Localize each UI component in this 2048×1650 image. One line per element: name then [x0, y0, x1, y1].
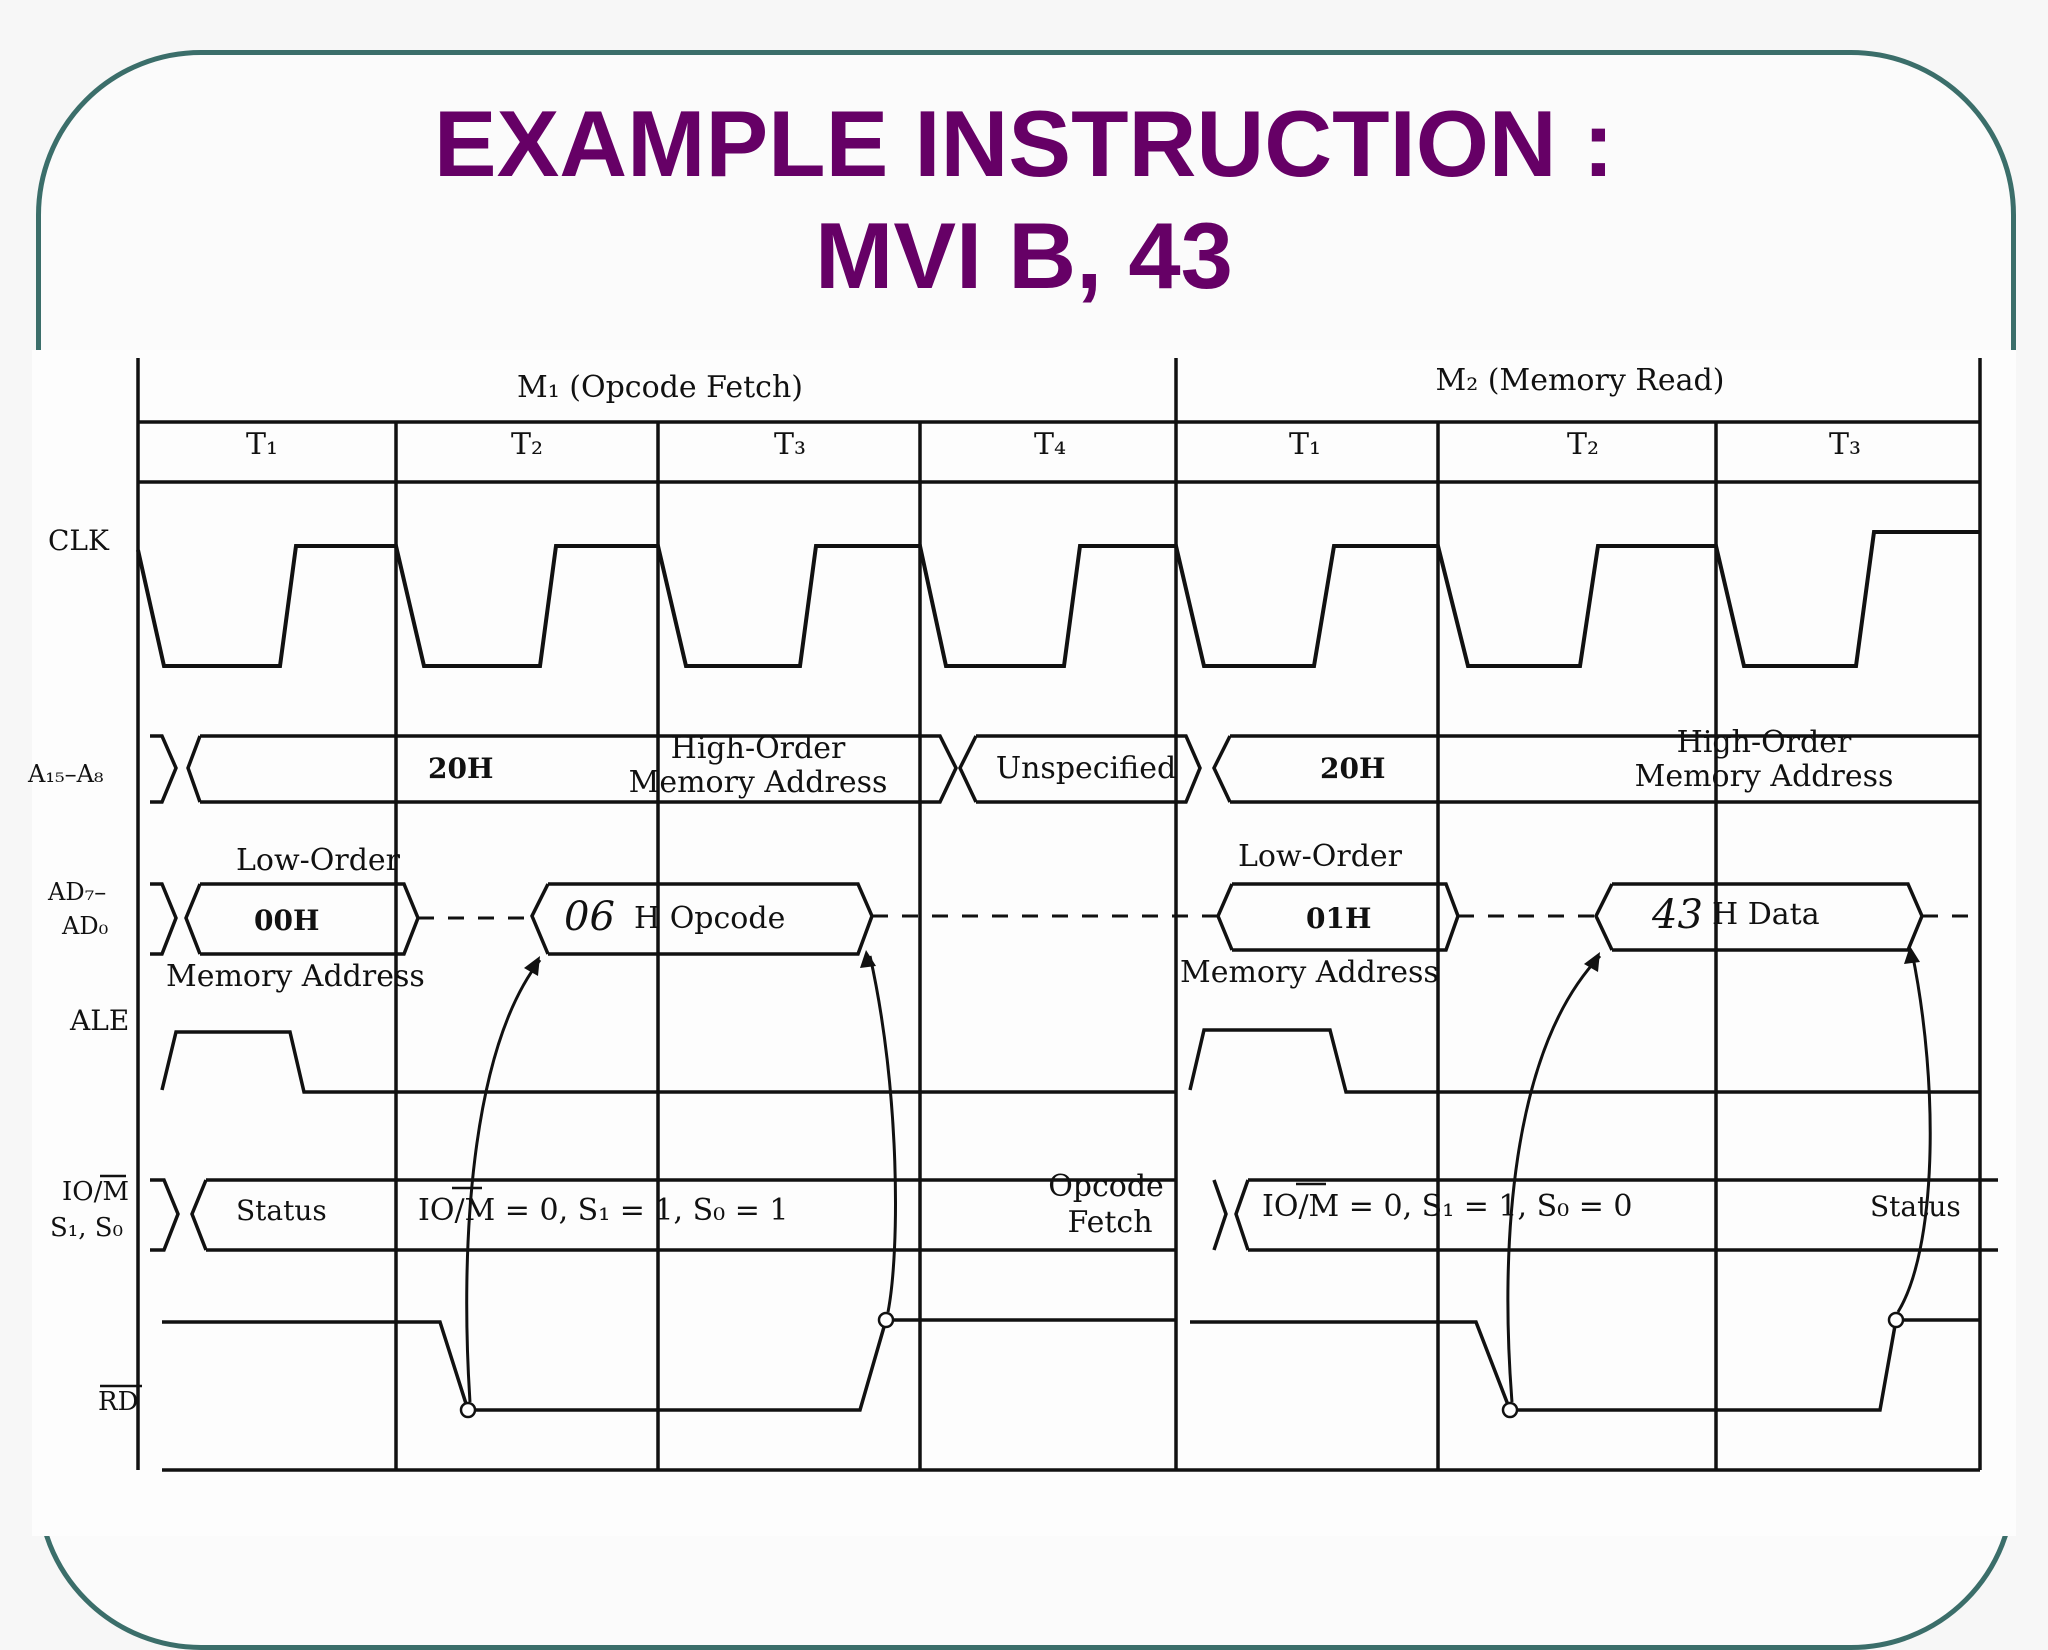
state-label-t1: T₁ [246, 427, 278, 462]
m1-low-order: Low-Order [236, 843, 401, 878]
m2-high-order-line2: Memory Address [1635, 759, 1894, 794]
m1-low-addr: 00H [254, 904, 319, 937]
title-line-1: EXAMPLE INSTRUCTION : [433, 91, 1615, 196]
signal-labels: CLK A₁₅–A₈ AD₇– AD₀ ALE IO/M S₁, S₀ RD [27, 524, 142, 1417]
m1-opcode-fetch-line1: Opcode [1048, 1169, 1164, 1204]
state-label-t4: T₄ [1034, 427, 1066, 462]
rd-m2-waveform [1190, 1318, 1980, 1412]
m2-data-text: H Data [1712, 897, 1820, 932]
m1-opcode-text: H Opcode [634, 901, 785, 936]
m2-label: M₂ (Memory Read) [1436, 363, 1725, 398]
m1-memory-address: Memory Address [166, 959, 425, 994]
clk-label: CLK [48, 524, 110, 557]
ale-label: ALE [69, 1004, 129, 1037]
a15-a8-label: A₁₅–A₈ [27, 760, 104, 788]
m2-high-addr: 20H [1320, 752, 1385, 785]
m2-high-order-line1: High-Order [1677, 725, 1852, 760]
state-label-t3: T₃ [774, 427, 806, 462]
timing-diagram: M₁ (Opcode Fetch) M₂ (Memory Read) T₁ T₂… [27, 350, 2016, 1536]
header-labels: M₁ (Opcode Fetch) M₂ (Memory Read) T₁ T₂… [246, 363, 1861, 462]
m2-low-addr: 01H [1306, 902, 1371, 935]
timing-arrows [465, 951, 1932, 1403]
ale-m2-waveform [1188, 1028, 1980, 1094]
grid-lines [136, 358, 1982, 1472]
state-label-t2: T₂ [511, 427, 543, 462]
m1-label: M₁ (Opcode Fetch) [517, 370, 803, 405]
rd-edge-markers [459, 1311, 1905, 1419]
state-label-m2-t1: T₁ [1289, 427, 1321, 462]
ad7-label: AD₇– [47, 878, 106, 906]
m1-high-order-line1: High-Order [671, 731, 846, 766]
m2-low-order: Low-Order [1238, 839, 1403, 874]
iom-label: IO/M [62, 1177, 129, 1207]
state-label-m2-t3: T₃ [1829, 427, 1861, 462]
arrow-heads [524, 946, 1920, 976]
m2-data-value: 43 [1651, 892, 1703, 938]
m1-high-order-line2: Memory Address [629, 765, 888, 800]
ad0-label: AD₀ [61, 912, 108, 940]
m1-status-values: IO/M = 0, S₁ = 1, S₀ = 1 [418, 1193, 788, 1228]
iom-status-bus [150, 1178, 1998, 1252]
m2-status-values: IO/M = 0, S₁ = 1, S₀ = 0 [1262, 1189, 1632, 1224]
state-label-m2-t2: T₂ [1567, 427, 1599, 462]
m1-opcode-value: 06 [564, 894, 615, 940]
s1s0-label: S₁, S₀ [50, 1213, 123, 1243]
slide-title: EXAMPLE INSTRUCTION : MVI B, 43 [0, 88, 2048, 312]
clk-waveform [136, 530, 1980, 668]
diagram-background [32, 350, 2016, 1536]
title-line-2: MVI B, 43 [815, 203, 1233, 308]
m1-high-addr: 20H [428, 752, 493, 785]
rd-m1-waveform [162, 1318, 1176, 1412]
m1-opcode-fetch-line2: Fetch [1067, 1205, 1152, 1240]
m1-unspecified: Unspecified [996, 751, 1176, 786]
rd-label: RD [98, 1387, 138, 1417]
m2-status-label: Status [1870, 1190, 1961, 1223]
m1-status-label: Status [236, 1194, 327, 1227]
ale-m1-waveform [160, 1030, 1176, 1094]
ad-bus-tristate [418, 914, 1980, 920]
a15-a8-bus [150, 734, 1980, 804]
m2-memory-address: Memory Address [1180, 955, 1439, 990]
